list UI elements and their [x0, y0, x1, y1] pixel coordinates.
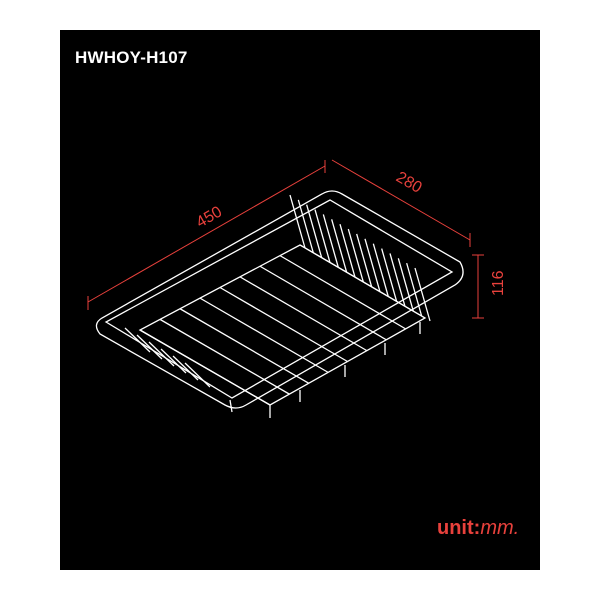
divider-wire	[297, 199, 314, 254]
divider-wire	[306, 204, 323, 258]
length-label: 450	[194, 203, 226, 231]
divider-wire	[414, 267, 431, 322]
bottom-wire	[139, 329, 271, 406]
divider-wire	[322, 214, 339, 268]
divider-wire	[372, 243, 389, 297]
rack-wires	[124, 194, 431, 418]
diagram-panel	[60, 30, 540, 570]
divider-wire	[364, 238, 381, 292]
dish-rack-wireframe	[95, 190, 464, 418]
rack-top-rim	[95, 190, 464, 409]
height-label: 116	[490, 270, 507, 296]
width-label: 280	[393, 169, 425, 197]
side-wire	[124, 327, 151, 353]
side-wire	[184, 362, 211, 388]
width-dimension-line	[331, 159, 471, 241]
bottom-wire	[239, 276, 368, 352]
bottom-wire	[279, 255, 406, 330]
length-dimension-line	[87, 165, 326, 303]
divider-wire	[397, 258, 414, 312]
dimension-lines	[87, 159, 484, 319]
side-wire	[148, 341, 175, 367]
bottom-wire	[179, 308, 310, 384]
divider-wire	[339, 224, 356, 278]
divider-wire	[406, 262, 423, 317]
bottom-wire	[219, 286, 348, 363]
side-wire	[136, 334, 163, 360]
bottom-wire	[199, 297, 329, 373]
side-wire	[160, 348, 187, 374]
leg-wire	[229, 399, 233, 413]
divider-wire	[289, 194, 306, 249]
side-wire	[172, 355, 199, 381]
bottom-wire	[259, 265, 387, 341]
divider-wire	[381, 248, 398, 302]
divider-wire	[347, 228, 364, 283]
divider-wire	[389, 253, 406, 307]
divider-wire	[331, 219, 348, 273]
divider-wire	[314, 209, 331, 263]
divider-wire	[356, 233, 373, 288]
product-model-title: HWHOY-H107	[75, 48, 188, 67]
bottom-wire	[299, 244, 426, 319]
unit-label: unit:mm.	[437, 517, 520, 539]
bottom-wire	[159, 318, 290, 395]
